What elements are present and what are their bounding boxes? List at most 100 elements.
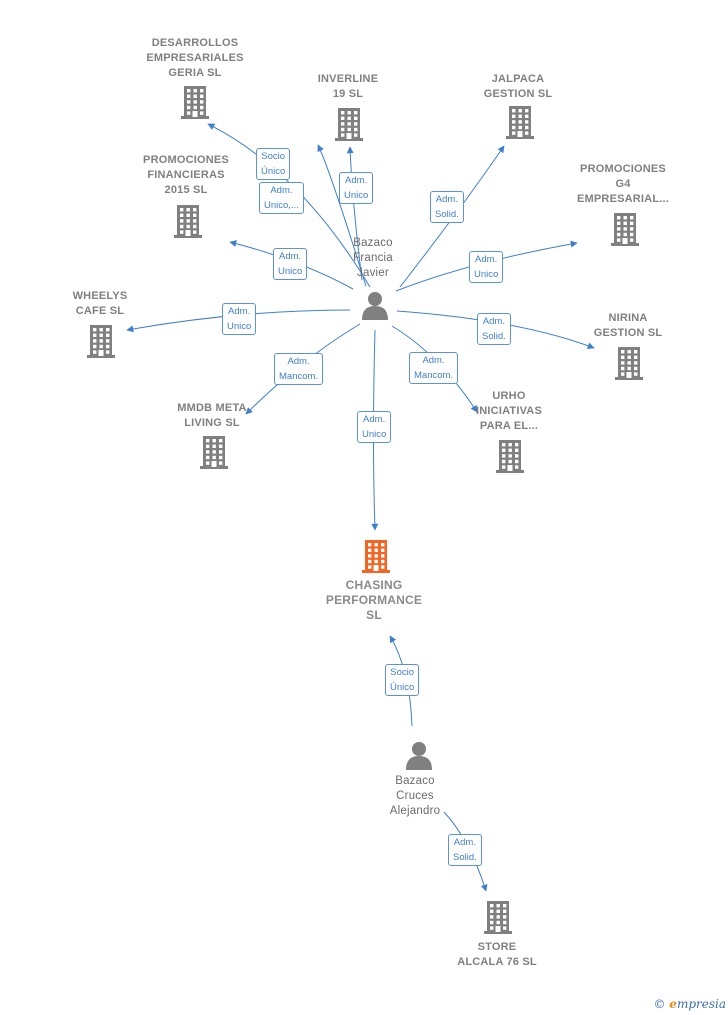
label-line: GESTION SL: [593, 327, 663, 339]
badge-line: Unico: [344, 190, 369, 201]
badge-line: Solid.: [435, 209, 459, 220]
brand-logo-e: e: [669, 997, 677, 1011]
company-building-icon[interactable]: [171, 203, 205, 244]
badge-line: Mancom.: [279, 371, 319, 382]
label-line: 2015 SL: [164, 184, 208, 196]
label-line: URHO: [492, 390, 526, 402]
label-line: ALCALA 76 SL: [457, 956, 537, 968]
label-line: PERFORMANCE: [325, 593, 423, 607]
focus-company-building-icon[interactable]: [359, 538, 393, 579]
relation-badge[interactable]: Adm. Unico: [273, 248, 308, 280]
badge-line: Unico: [362, 429, 387, 440]
relation-edge: [317, 144, 367, 287]
badge-line: Mancom.: [414, 370, 454, 381]
badge-line: Unico,...: [264, 200, 299, 211]
brand-logo-text: mpresia: [676, 997, 726, 1011]
company-building-icon[interactable]: [503, 104, 537, 145]
relation-badge[interactable]: Adm. Mancom.: [409, 352, 459, 384]
label-line: Bazaco: [395, 775, 435, 787]
badge-line: Socio: [390, 667, 415, 678]
company-building-icon[interactable]: [493, 438, 527, 479]
company-building-icon[interactable]: [481, 899, 515, 940]
company-building-icon[interactable]: [612, 345, 646, 386]
company-building-icon[interactable]: [197, 434, 231, 475]
label-line: PROMOCIONES: [143, 154, 229, 166]
badge-line: Único: [390, 682, 415, 693]
relation-badge[interactable]: Adm. Unico: [339, 172, 374, 204]
badge-line: Adm.: [228, 306, 251, 317]
relation-badge[interactable]: Adm. Unico,...: [259, 182, 304, 214]
label-line: GERIA SL: [168, 67, 222, 79]
badge-line: Solid.: [453, 852, 477, 863]
label-line: CHASING: [345, 578, 403, 592]
label-line: 19 SL: [332, 88, 364, 100]
badge-line: Adm.: [287, 356, 310, 367]
label-line: Javier: [357, 267, 389, 279]
label-line: DESARROLLOS: [151, 37, 239, 49]
copyright-symbol: ©: [653, 997, 666, 1011]
badge-line: Adm.: [453, 837, 476, 848]
label-line: Alejandro: [389, 805, 441, 817]
label-line: Bazaco: [353, 237, 393, 249]
label-line: Francia: [353, 252, 393, 264]
company-building-icon[interactable]: [608, 211, 642, 252]
badge-line: Socio: [261, 151, 286, 162]
label-line: Cruces: [396, 790, 434, 802]
badge-line: Adm.: [435, 194, 458, 205]
badge-line: Adm.: [363, 414, 386, 425]
relation-badge[interactable]: Adm. Solid.: [448, 834, 482, 866]
label-line: LIVING SL: [184, 417, 240, 429]
company-building-icon[interactable]: [84, 323, 118, 364]
badge-line: Solid.: [482, 331, 506, 342]
label-line: STORE: [477, 941, 517, 953]
badge-line: Adm.: [422, 355, 445, 366]
company-building-icon[interactable]: [332, 106, 366, 147]
brand-footer: © empresia: [653, 997, 726, 1011]
badge-line: Unico: [278, 266, 303, 277]
label-line: EMPRESARIALES: [146, 52, 244, 64]
label-line: INICIATIVAS: [476, 405, 542, 417]
person-icon[interactable]: [404, 740, 434, 775]
label-line: NIRINA: [608, 312, 648, 324]
company-name-label[interactable]: PROMOCIONES FINANCIERAS 2015 SL: [143, 153, 229, 198]
badge-line: Unico: [474, 269, 499, 280]
label-line: CAFE SL: [75, 305, 125, 317]
company-building-icon[interactable]: [178, 84, 212, 125]
badge-line: Adm.: [270, 185, 293, 196]
badge-line: Unico: [227, 321, 252, 332]
badge-line: Adm.: [279, 251, 302, 262]
company-name-label[interactable]: NIRINA GESTION SL: [594, 311, 663, 341]
company-name-label[interactable]: INVERLINE 19 SL: [318, 72, 378, 102]
label-line: INVERLINE: [317, 73, 379, 85]
label-line: EMPRESARIAL...: [576, 193, 670, 205]
relation-badge[interactable]: Adm. Unico: [222, 303, 257, 335]
label-line: PROMOCIONES: [580, 163, 666, 175]
badge-line: Único: [261, 166, 286, 177]
label-line: JALPACA: [491, 73, 545, 85]
label-line: PARA EL...: [479, 420, 539, 432]
relation-badge[interactable]: Adm. Unico: [357, 411, 392, 443]
person-icon[interactable]: [360, 290, 390, 325]
badge-line: Adm.: [475, 254, 498, 265]
company-name-label[interactable]: URHO INICIATIVAS PARA EL...: [476, 389, 542, 434]
label-line: FINANCIERAS: [147, 169, 225, 181]
relation-badge[interactable]: Adm. Unico: [469, 251, 504, 283]
badge-line: Adm.: [482, 316, 505, 327]
relation-edge: [346, 146, 363, 281]
company-name-label[interactable]: DESARROLLOS EMPRESARIALES GERIA SL: [146, 36, 243, 81]
relation-badge[interactable]: Adm. Mancom.: [274, 353, 324, 385]
relation-badge[interactable]: Adm. Solid.: [430, 191, 464, 223]
company-name-label[interactable]: STORE ALCALA 76 SL: [457, 940, 537, 970]
relation-badge[interactable]: Adm. Solid.: [477, 313, 511, 345]
badge-line: Adm.: [345, 175, 368, 186]
